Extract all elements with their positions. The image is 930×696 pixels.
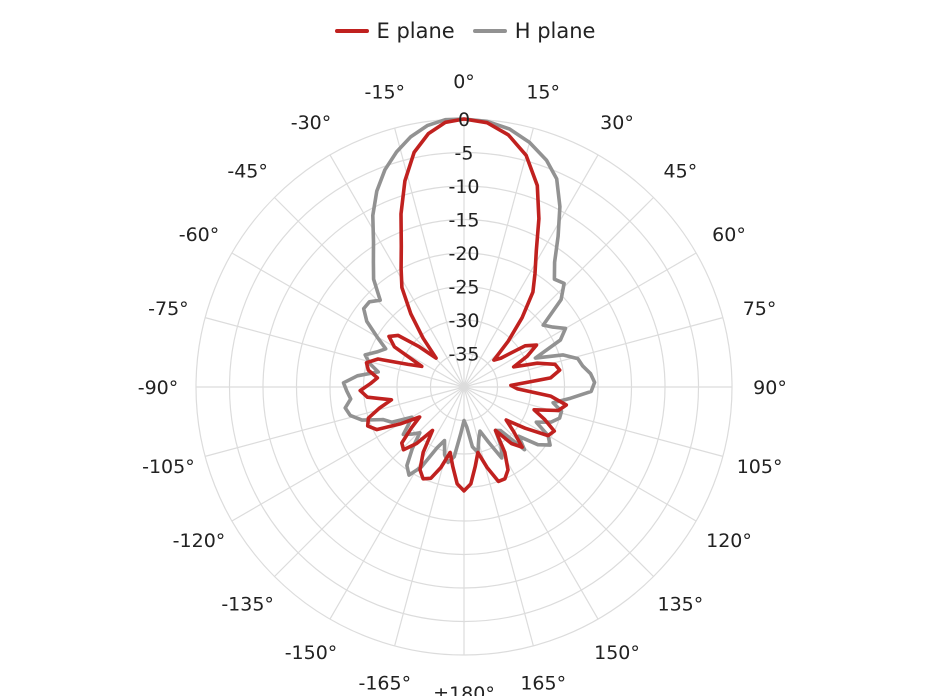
legend-label-h-plane: H plane — [514, 19, 596, 43]
angular-tick-label: -15° — [365, 81, 406, 103]
grid-spoke — [463, 252, 697, 388]
angular-tick-label: ±180° — [433, 683, 495, 696]
angular-tick-label: -135° — [221, 593, 274, 615]
grid-spoke — [463, 386, 599, 620]
series-line-e-plane — [358, 117, 569, 493]
grid-spoke — [329, 386, 465, 620]
radial-tick-label: -5 — [455, 143, 474, 165]
grid-spoke — [204, 386, 465, 457]
grid-spoke — [463, 127, 534, 388]
grid-spoke — [463, 386, 697, 522]
radial-tick-label: -25 — [448, 277, 479, 299]
grid-spoke — [274, 386, 465, 577]
grid-spoke — [394, 386, 465, 647]
angular-tick-label: 150° — [594, 642, 640, 664]
angular-tick-label: -60° — [179, 224, 220, 246]
legend-item-e-plane[interactable]: E plane — [334, 19, 455, 43]
legend-swatch-e-plane — [334, 29, 369, 33]
angular-tick-label: -150° — [285, 642, 338, 664]
angular-tick-label: -120° — [173, 530, 226, 552]
polar-grid — [195, 118, 733, 656]
angular-tick-label: 135° — [657, 593, 703, 615]
series-layer — [341, 117, 597, 493]
radial-tick-label: -35 — [448, 344, 479, 366]
radial-tick-label: -10 — [448, 176, 479, 198]
angular-tick-label: -30° — [291, 112, 332, 134]
grid-spoke — [463, 386, 654, 577]
grid-spoke — [231, 386, 465, 522]
grid-spoke — [463, 386, 534, 647]
angular-tick-label: 75° — [743, 298, 777, 320]
legend: E plane H plane — [0, 16, 930, 46]
angular-tick-label: -165° — [358, 673, 411, 695]
angular-tick-label: 120° — [706, 530, 752, 552]
grid-spoke — [463, 317, 724, 388]
angular-tick-label: 60° — [712, 224, 746, 246]
angular-tick-label: 30° — [600, 112, 634, 134]
series-line-h-plane — [341, 117, 597, 477]
radial-tick-label: -15 — [448, 210, 479, 232]
grid-spoke — [463, 154, 599, 388]
grid-spoke — [329, 154, 465, 388]
legend-swatch-h-plane — [472, 29, 507, 33]
angular-tick-label: 165° — [520, 673, 566, 695]
legend-item-h-plane[interactable]: H plane — [472, 19, 596, 43]
angular-tick-label: -75° — [148, 298, 189, 320]
angular-tick-label: 90° — [753, 377, 787, 399]
angular-tick-label: -90° — [138, 377, 179, 399]
angular-tick-label: 15° — [526, 81, 560, 103]
angular-tick-label: 105° — [737, 456, 783, 478]
angular-tick-label: 45° — [664, 161, 698, 183]
legend-label-e-plane: E plane — [376, 19, 455, 43]
angular-tick-labels: 0° 15° 30° 45° 60° 75° 90° 105° 120° 135° 150° 165°… — [138, 71, 787, 696]
radial-tick-labels: 0 -5 -10 -15 -20 -25 -30 -35 — [448, 109, 479, 366]
radial-tick-label: 0 — [458, 109, 470, 131]
grid-spoke — [463, 386, 724, 457]
angular-tick-label: -105° — [142, 456, 195, 478]
angular-tick-label: -45° — [227, 161, 268, 183]
grid-spoke — [204, 317, 465, 388]
angular-tick-label: 0° — [453, 71, 475, 93]
grid-spoke — [231, 252, 465, 388]
radial-tick-label: -20 — [448, 243, 479, 265]
radial-tick-label: -30 — [448, 310, 479, 332]
